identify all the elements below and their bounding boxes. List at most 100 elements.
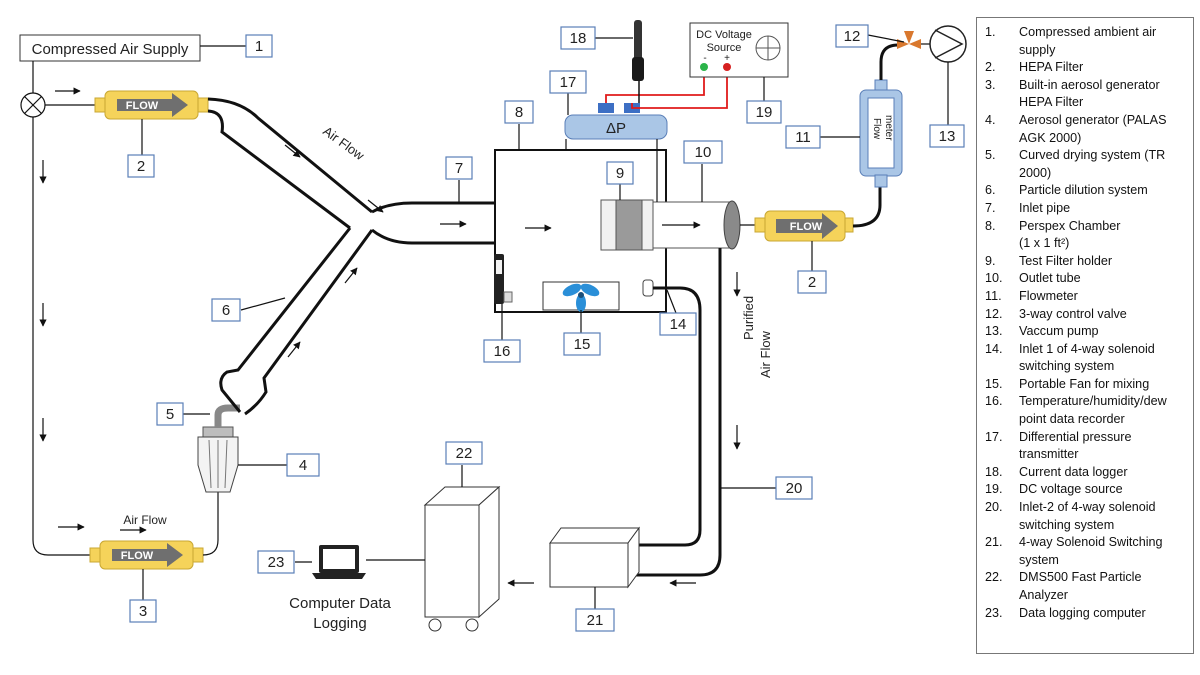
number-3: 3 (139, 603, 147, 620)
number-18: 18 (570, 30, 587, 47)
number-box-11 (785, 125, 821, 149)
number-box-16 (483, 339, 521, 363)
legend-item: 15.Portable Fan for mixing (985, 376, 1187, 394)
svg-text:Flow: Flow (871, 118, 882, 140)
legend-item-number: 13. (985, 324, 1003, 339)
legend-item-text: 3-way control valve (1019, 306, 1127, 321)
number-20: 20 (786, 480, 803, 497)
legend-item-text: Inlet-2 of 4-way solenoid switching syst… (1019, 500, 1156, 532)
logging-label: Logging (313, 615, 366, 632)
legend-item: 6.Particle dilution system (985, 182, 1187, 200)
number-23: 23 (268, 554, 285, 571)
number-10: 10 (695, 144, 712, 161)
inlet-1-tube (633, 286, 702, 547)
legend-item: 23.Data logging computer (985, 605, 1187, 623)
legend-item-number: 2. (985, 60, 996, 75)
legend-item: 12. 3-way control valve (985, 306, 1187, 324)
number-13: 13 (939, 128, 956, 145)
svg-text:FLOW: FLOW (790, 221, 823, 233)
legend-item-text: Differential pressure transmitter (1019, 429, 1132, 462)
legend-item-number: 3. (985, 77, 996, 92)
number-19: 19 (756, 104, 773, 121)
legend-item-number: 22. (985, 570, 1003, 585)
number-box-17 (549, 70, 587, 94)
legend-item-text: Vaccum pump (1019, 324, 1099, 339)
flowmeter-to-valve-line (879, 43, 899, 80)
generator-feed-line (202, 492, 219, 556)
number-7: 7 (455, 160, 463, 177)
legend-item: 3.Built-in aerosol generator HEPA Filter (985, 77, 1187, 112)
flow-direction-arrows-left (39, 87, 147, 534)
pump-icon (929, 25, 967, 63)
number-9: 9 (616, 165, 624, 182)
number-box-20 (775, 476, 813, 500)
hepa-filter-right: FLOW (754, 210, 854, 242)
number-box-3 (129, 599, 157, 623)
legend-item-number: 17. (985, 429, 1003, 444)
number-box-6 (211, 298, 241, 322)
number-box-5 (156, 402, 184, 426)
number-11: 11 (795, 129, 811, 146)
legend-item-text: DMS500 Fast Particle Analyzer (1019, 570, 1142, 602)
legend-item: 7.Inlet pipe (985, 200, 1187, 218)
legend-item: 18.Current data logger (985, 464, 1187, 482)
number-8: 8 (515, 104, 523, 121)
legend-item-number: 23. (985, 605, 1003, 620)
legend-item-text: Current data logger (1019, 464, 1128, 479)
flowmeter: Flow meter (859, 79, 903, 188)
dilution-pipe (207, 97, 495, 416)
number-16: 16 (494, 343, 511, 360)
number-15: 15 (574, 336, 591, 353)
svg-text:ΔP: ΔP (606, 120, 626, 137)
legend-item: 21.4-way Solenoid Switching system (985, 534, 1187, 569)
air-flow-lower-label: Air Flow (123, 513, 167, 527)
voltmeter-icon (755, 35, 781, 61)
svg-text:Source: Source (707, 42, 742, 54)
legend-item: 11.Flowmeter (985, 288, 1187, 306)
legend-item-text: Curved drying system (TR 2000) (1019, 148, 1166, 180)
left-supply-line (32, 117, 100, 556)
legend-item: 14. Inlet 1 of 4-way solenoid switching s… (985, 341, 1187, 376)
number-5: 5 (166, 406, 174, 423)
wire-positive (631, 68, 728, 109)
svg-text:-: - (703, 53, 706, 64)
leader-14 (666, 289, 677, 314)
legend-item-text: DC voltage source (1019, 482, 1123, 497)
legend-item-number: 12. (985, 306, 1003, 321)
curved-drying-system (214, 404, 240, 427)
legend-item-text: Particle dilution system (1019, 183, 1148, 198)
legend-item-text: Flowmeter (1019, 288, 1078, 303)
wire-negative (605, 68, 705, 103)
number-box-21 (575, 608, 615, 632)
filter-to-flowmeter-line (852, 187, 882, 228)
number-box-13 (929, 124, 965, 148)
legend-item-number: 16. (985, 394, 1003, 409)
number-box-9 (606, 161, 634, 185)
legend-item-number: 14. (985, 341, 1003, 356)
number-22: 22 (456, 445, 473, 462)
fan-icon (542, 281, 620, 312)
three-way-valve (897, 31, 921, 49)
legend-item-number: 15. (985, 376, 1003, 391)
differential-pressure-transmitter: ΔP (564, 103, 668, 140)
legend-item-text: Outlet tube (1019, 271, 1081, 286)
legend-item-text: (1 x 1 ft²) (1019, 236, 1070, 251)
legend-item-text: Inlet 1 of 4-way solenoid switching syst… (1019, 341, 1155, 374)
svg-text:DC Voltage: DC Voltage (696, 29, 752, 41)
number-box-14 (659, 312, 697, 336)
legend-item: 17. Differential pressure transmitter (985, 429, 1187, 464)
legend-item-number: 10. (985, 271, 1003, 286)
number-14: 14 (670, 316, 687, 333)
legend-item-text: Perspex Chamber (1019, 218, 1121, 233)
legend-item-number: 7. (985, 200, 996, 215)
inlet-1-connector (642, 279, 654, 297)
legend-item-number: 20. (985, 500, 1003, 515)
number-box-22 (445, 441, 483, 465)
legend-item-text: Aerosol generator (PALAS AGK 2000) (1019, 112, 1167, 145)
legend-item-number: 5. (985, 148, 996, 163)
hepa-filter-upper: FLOW (94, 90, 209, 120)
legend-item-number: 19. (985, 482, 1003, 497)
leader-12 (867, 34, 905, 43)
legend-item: 19. DC voltage source (985, 481, 1187, 499)
